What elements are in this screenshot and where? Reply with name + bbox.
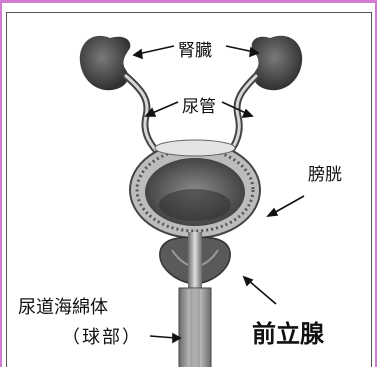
prostate-label: 前立腺	[252, 314, 324, 349]
corpus-spongiosum-sublabel: （球部）	[62, 323, 142, 349]
ureter-label: 尿管	[182, 92, 216, 117]
kidney-label: 腎臓	[178, 36, 212, 61]
prostate-arrow	[248, 280, 276, 304]
corpus-spongiosum-label: 尿道海綿体	[18, 293, 108, 319]
kidney-arrow-right	[226, 46, 254, 52]
kidney-arrow-left	[138, 46, 174, 54]
corpus-spongiosum-arrow	[150, 336, 176, 338]
bladder	[130, 140, 260, 238]
left-kidney	[80, 36, 131, 90]
bladder-label: 膀胱	[308, 160, 342, 185]
right-kidney	[252, 36, 302, 91]
left-ureter	[126, 76, 162, 156]
bladder-arrow	[272, 196, 304, 214]
